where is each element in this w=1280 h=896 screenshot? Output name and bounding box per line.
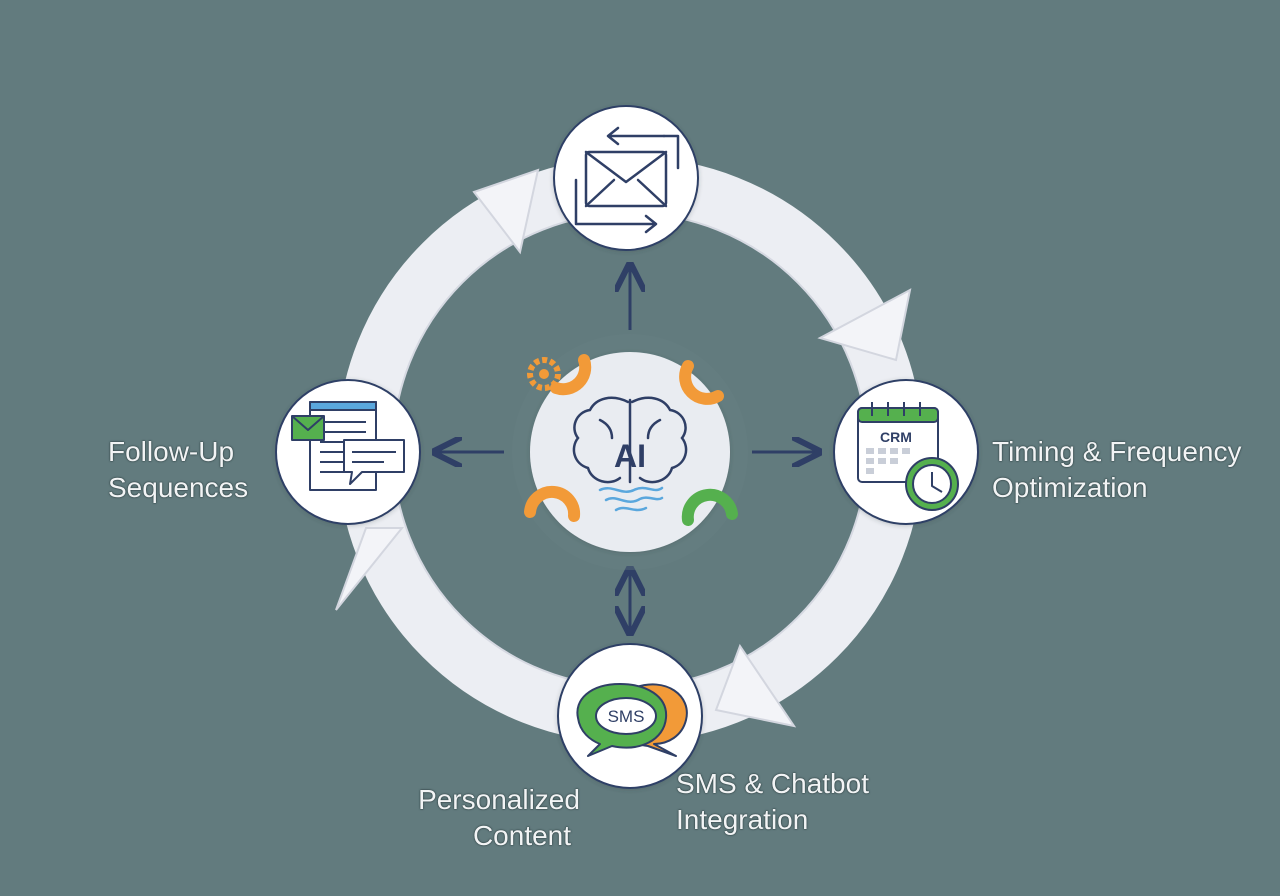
green-arc-bottom-right	[681, 488, 738, 526]
label-personalized-content: Personalized Content	[404, 782, 594, 854]
label-sms-chatbot: SMS & Chatbot Integration	[676, 766, 869, 838]
bottom-sms-node: SMS	[557, 643, 703, 789]
label-line: Follow-Up	[108, 436, 235, 467]
label-line: Personalized	[418, 784, 580, 815]
cycle-arrow-top-left	[472, 168, 540, 255]
orange-arc-top-left	[550, 354, 592, 396]
label-line: Integration	[676, 804, 809, 835]
neural-wave-icon	[598, 486, 664, 512]
document-chat-icon	[291, 401, 405, 491]
center-ai-hub: AI	[512, 334, 748, 570]
email-sync-icon	[574, 126, 680, 234]
left-followup-node	[275, 379, 421, 525]
label-line: Sequences	[108, 472, 249, 503]
label-timing-frequency: Timing & Frequency Optimization	[992, 434, 1242, 506]
orange-arc-top-right	[679, 360, 724, 405]
right-crm-node: CRM	[833, 379, 979, 525]
label-line: Optimization	[992, 472, 1148, 503]
green-envelope-icon	[291, 415, 325, 441]
label-follow-up-sequences: Follow-Up Sequences	[108, 434, 248, 506]
ai-center-text: AI	[614, 438, 646, 474]
top-email-node	[553, 105, 699, 251]
orange-arc-bottom-left	[524, 485, 581, 522]
cycle-arrow-bottom-left	[335, 527, 405, 611]
sms-chat-bubbles-icon	[576, 683, 688, 757]
cycle-arrow-bottom-right	[714, 643, 797, 728]
crm-calendar-clock-icon	[857, 402, 959, 511]
label-line: SMS & Chatbot	[676, 768, 869, 799]
brain-icon	[572, 396, 688, 484]
label-line: Timing & Frequency	[992, 436, 1242, 467]
crm-text: CRM	[880, 429, 912, 445]
gear-icon	[527, 357, 561, 391]
sms-text: SMS	[608, 707, 645, 726]
label-line: Content	[472, 820, 572, 851]
cycle-arrow-top-right	[817, 288, 912, 362]
